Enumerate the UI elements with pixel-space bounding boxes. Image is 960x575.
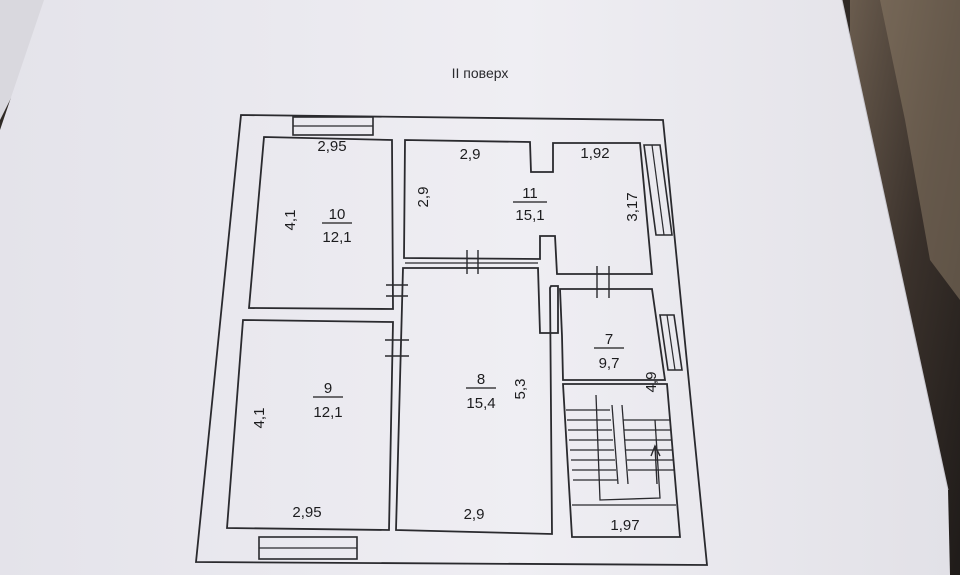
room-9-number: 9 (324, 380, 332, 397)
room-9-outline (226, 319, 394, 531)
dim-room8-side: 5,3 (512, 379, 529, 400)
dim-room11-left-top: 2,9 (460, 146, 481, 163)
dim-room9-side: 4,1 (251, 408, 268, 429)
room-8-area: 15,4 (466, 395, 495, 412)
dim-stair-bottom: 1,97 (610, 517, 639, 534)
dim-room11-right-side: 3,17 (624, 192, 641, 221)
room-10-outline (248, 136, 394, 310)
room-8-outline (395, 267, 559, 535)
room-7-outline (559, 288, 667, 381)
paper-edge-line (841, 0, 949, 491)
room-8-number: 8 (477, 371, 485, 388)
stair-arrow-shaft (654, 445, 658, 485)
stair-arrow-head (650, 444, 661, 457)
room-10-area: 12,1 (322, 229, 351, 246)
room-11-number: 11 (522, 185, 538, 202)
background-fabric (880, 0, 960, 300)
stair-outline (562, 383, 681, 538)
room-11-area: 15,1 (515, 207, 544, 224)
outer-wall-outer (195, 114, 708, 566)
room-7-area: 9,7 (599, 355, 620, 372)
dim-room10-top: 2,95 (317, 138, 346, 155)
dim-room8-bottom: 2,9 (464, 506, 485, 523)
dim-room11-right-top: 1,92 (580, 145, 609, 162)
dim-room7-side: 4,9 (643, 372, 660, 393)
window-right-1 (643, 144, 673, 236)
dim-room10-side: 4,1 (282, 210, 299, 231)
stair-steps (566, 394, 676, 506)
room-9-area: 12,1 (313, 404, 342, 421)
room-11-outline (403, 139, 653, 275)
window-right-2-mid (666, 314, 676, 371)
window-right-2 (659, 314, 683, 371)
dim-room11-side: 2,9 (415, 187, 432, 208)
plan-drawing (195, 114, 708, 566)
room-7-number: 7 (605, 331, 613, 348)
floor-title: II поверх (452, 65, 509, 81)
room-10-number: 10 (329, 206, 346, 223)
dim-room9-bottom: 2,95 (292, 504, 321, 521)
window-right-1-mid (651, 144, 665, 236)
